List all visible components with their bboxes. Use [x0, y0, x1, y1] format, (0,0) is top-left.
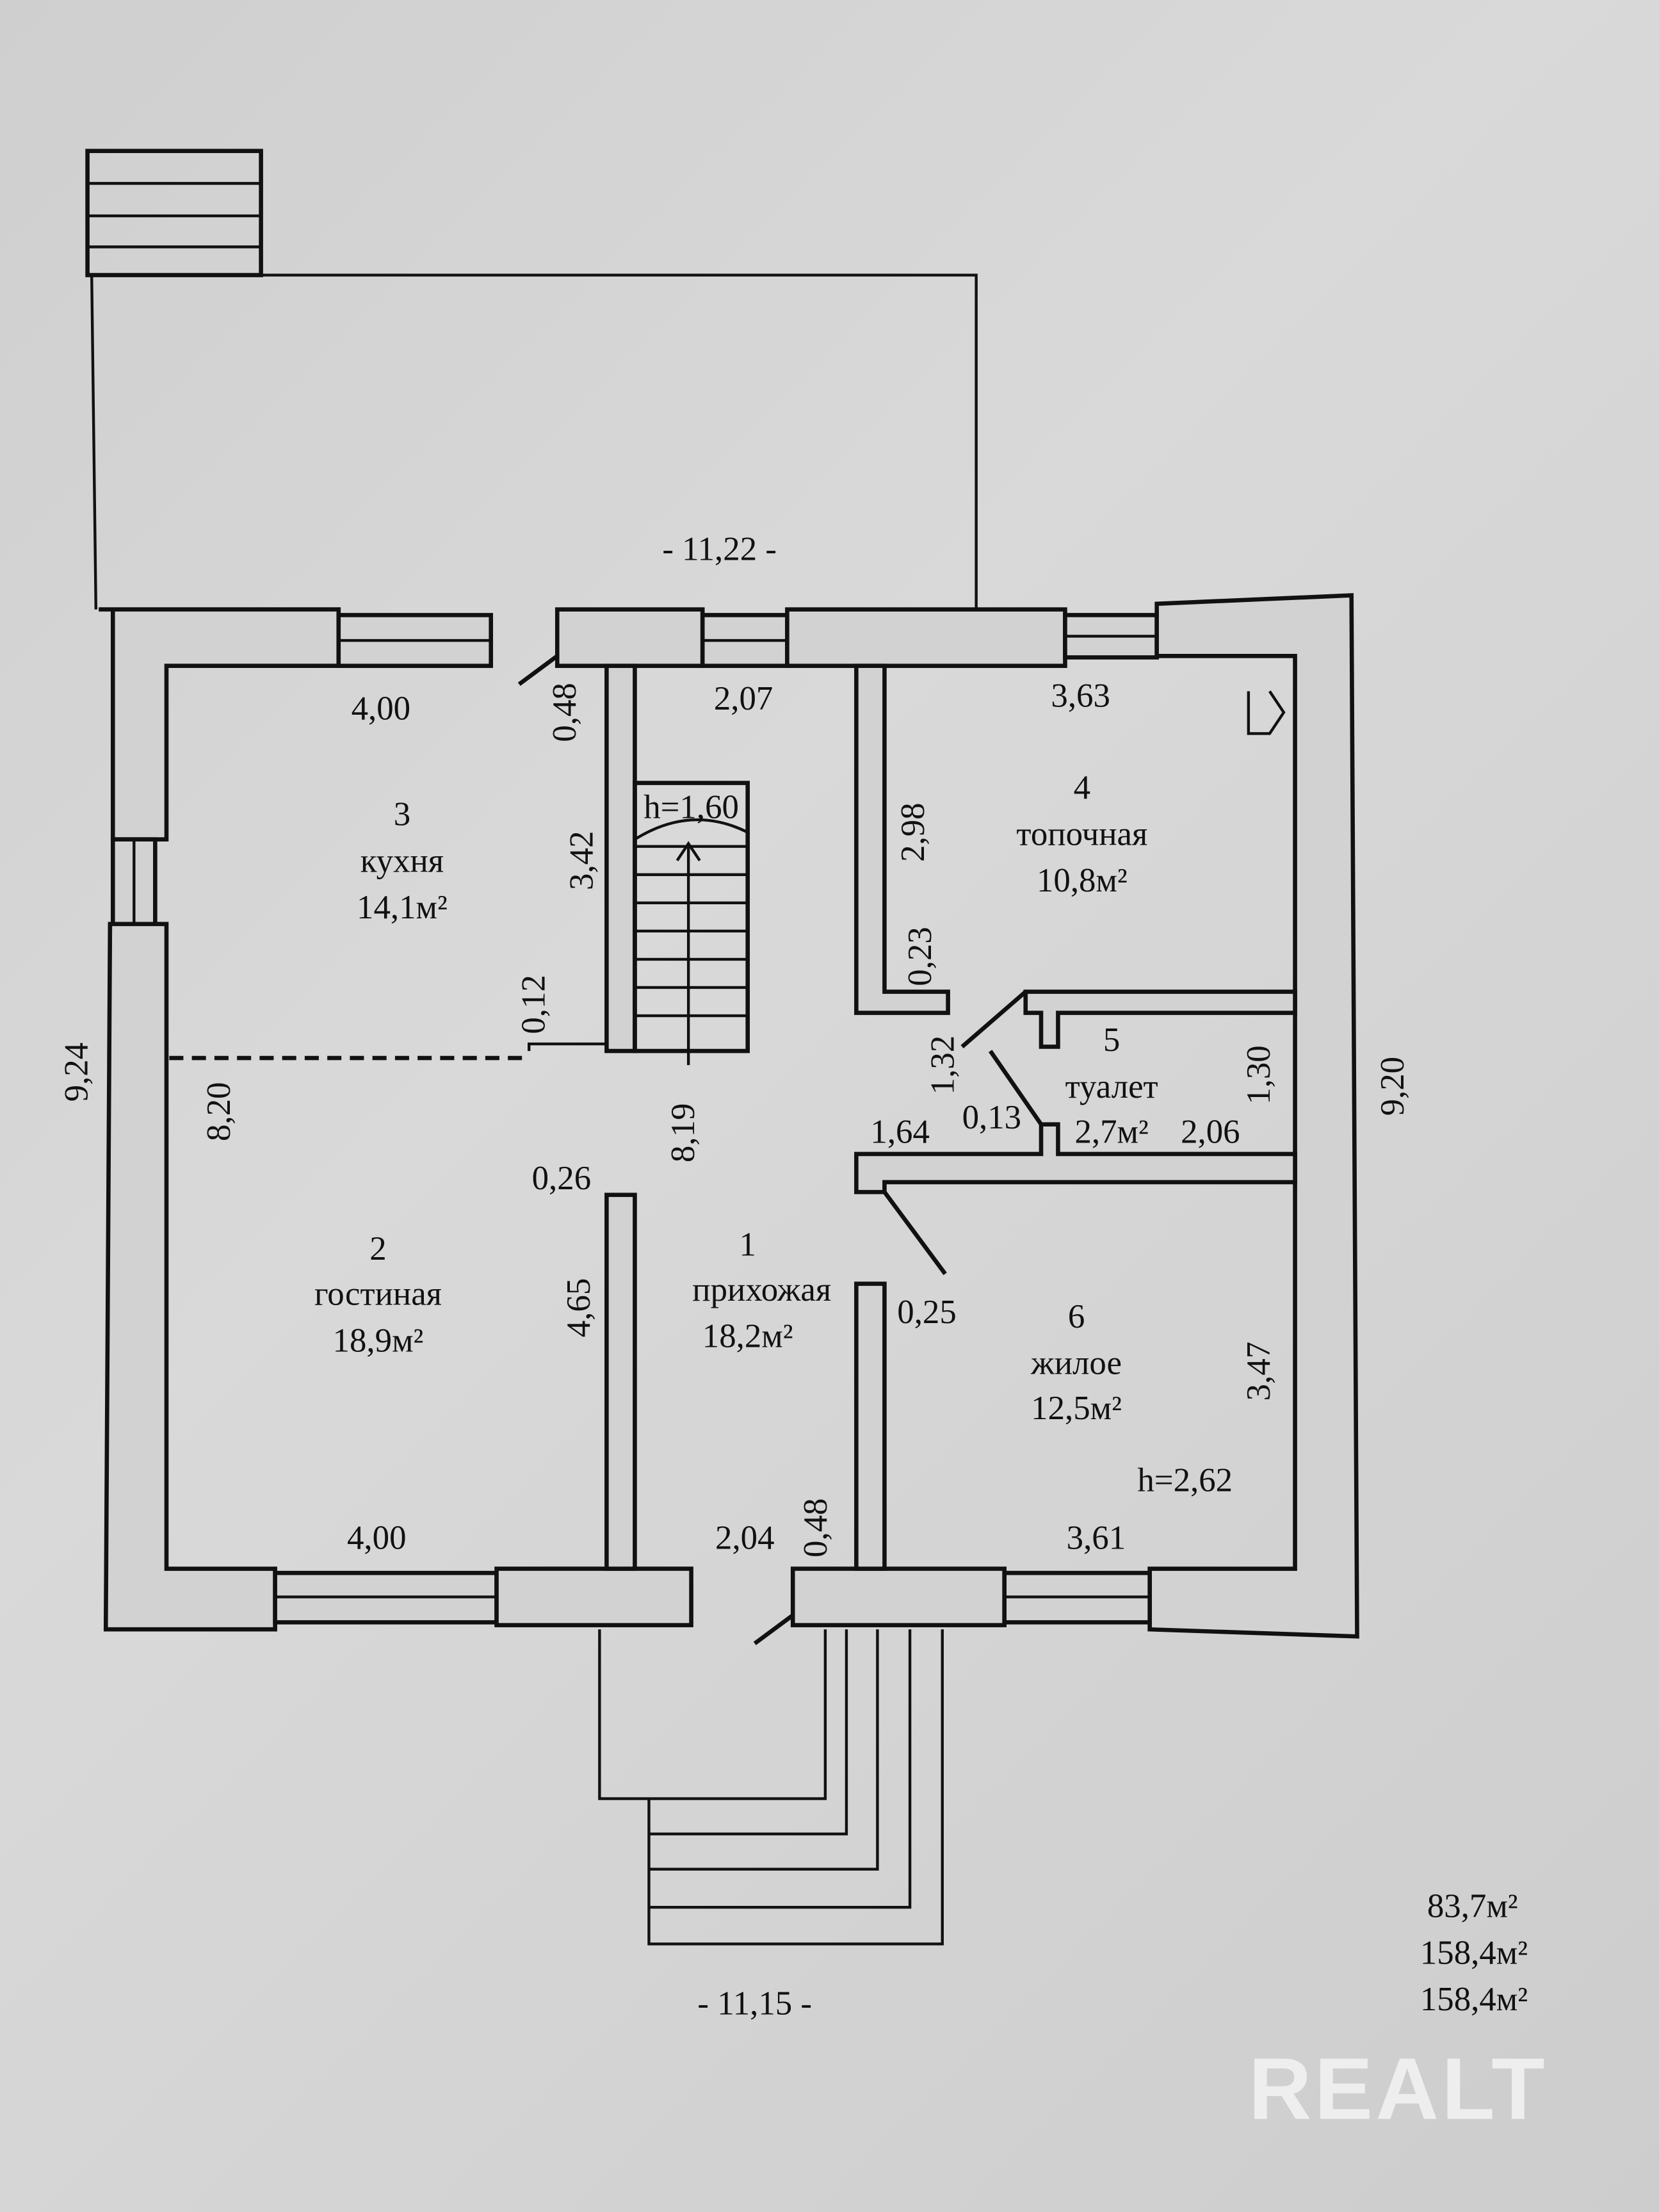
room-area: 14,1м²: [357, 889, 448, 926]
room-area: 12,5м²: [1031, 1390, 1122, 1427]
dim-living-width: 4,00: [347, 1520, 407, 1557]
interior-walls: [169, 663, 1297, 1571]
dim-left-overall: 9,24: [58, 1043, 95, 1102]
dim-toilet-width: 2,06: [1181, 1113, 1240, 1150]
top-terrace: [85, 149, 978, 610]
top-steps: [85, 149, 263, 277]
dim-hall-length: 8,19: [665, 1103, 702, 1163]
room-name: прихожая: [692, 1271, 831, 1308]
room-number: 3: [394, 796, 410, 833]
area-totals: 83,7м² 158,4м² 158,4м²: [1420, 1888, 1528, 2018]
room-name: кухня: [360, 842, 444, 879]
living-area-total: 83,7м²: [1427, 1888, 1518, 1925]
bottom-porch: [598, 1629, 944, 1946]
dim-boiler-offset: 0,23: [902, 927, 939, 986]
staircase: [633, 781, 750, 1066]
dim-hall-top: 2,07: [714, 680, 773, 717]
room-area: 2,7м²: [1074, 1113, 1148, 1150]
room-3-label: 3 кухня 14,1м²: [357, 796, 448, 926]
room-name: жилое: [1030, 1345, 1122, 1382]
total-area: 158,4м²: [1420, 1934, 1528, 1971]
dim-door-top: 0,48: [546, 683, 583, 742]
dim-door-bottom: 0,48: [797, 1498, 834, 1557]
dim-right-overall: 9,20: [1374, 1057, 1411, 1116]
dim-room6-depth: 3,47: [1240, 1342, 1277, 1401]
dim-toilet-passage: 1,64: [870, 1113, 930, 1150]
room-number: 6: [1068, 1298, 1085, 1335]
dim-room6-width: 3,61: [1067, 1520, 1126, 1557]
room-6-label: 6 жилое 12,5м²: [1030, 1298, 1122, 1427]
door-top: [517, 654, 559, 687]
room-name: гостиная: [314, 1276, 442, 1313]
total-area-2: 158,4м²: [1420, 1981, 1528, 2018]
dim-hall-bottom: 2,04: [715, 1520, 775, 1557]
dimension-labels: - 11,22 - - 11,15 - 9,24 9,20 4,00 2,07 …: [58, 531, 1412, 2022]
room-area: 18,2м²: [702, 1318, 793, 1355]
dim-stair-height: h=1,60: [643, 789, 739, 826]
realt-watermark: REALT: [1249, 2040, 1548, 2138]
room-1-label: 1 прихожая 18,2м²: [692, 1226, 831, 1355]
room-number: 2: [369, 1230, 386, 1267]
dim-toilet-depth: 1,30: [1240, 1045, 1277, 1105]
dim-kitchen-width: 4,00: [352, 690, 411, 727]
room-5-label: 5 туалет 2,7м²: [1065, 1021, 1158, 1150]
dim-toilet-depth-left: 1,32: [924, 1036, 961, 1095]
dim-bottom-overall: - 11,15 -: [697, 1985, 812, 2022]
dim-living-offset: 0,26: [532, 1160, 592, 1197]
room-area: 10,8м²: [1037, 862, 1128, 899]
room-name: туалет: [1065, 1068, 1158, 1105]
dim-stair-offset: 0,12: [515, 975, 552, 1034]
dim-living-wall: 4,65: [560, 1278, 597, 1338]
outer-walls: [99, 593, 1359, 1645]
room-4-label: 4 топочная 10,8м²: [1016, 769, 1147, 899]
dim-stair-wall: 3,42: [563, 831, 600, 890]
room-number: 5: [1103, 1021, 1120, 1059]
dim-room6-height: h=2,62: [1137, 1461, 1233, 1499]
dim-top-overall: - 11,22 -: [662, 531, 777, 568]
room-area: 18,9м²: [333, 1322, 424, 1359]
dim-boiler-width: 3,63: [1051, 678, 1110, 715]
room-number: 4: [1074, 769, 1090, 806]
room-number: 1: [739, 1226, 756, 1264]
dim-left-inner: 8,20: [200, 1082, 238, 1142]
dim-room6-offset: 0,25: [897, 1294, 957, 1331]
door-bottom: [753, 1613, 795, 1645]
room-name: топочная: [1016, 815, 1147, 852]
dim-boiler-depth: 2,98: [894, 802, 932, 862]
dim-toilet-offset: 0,13: [962, 1099, 1022, 1136]
room-2-label: 2 гостиная 18,9м²: [314, 1230, 442, 1359]
